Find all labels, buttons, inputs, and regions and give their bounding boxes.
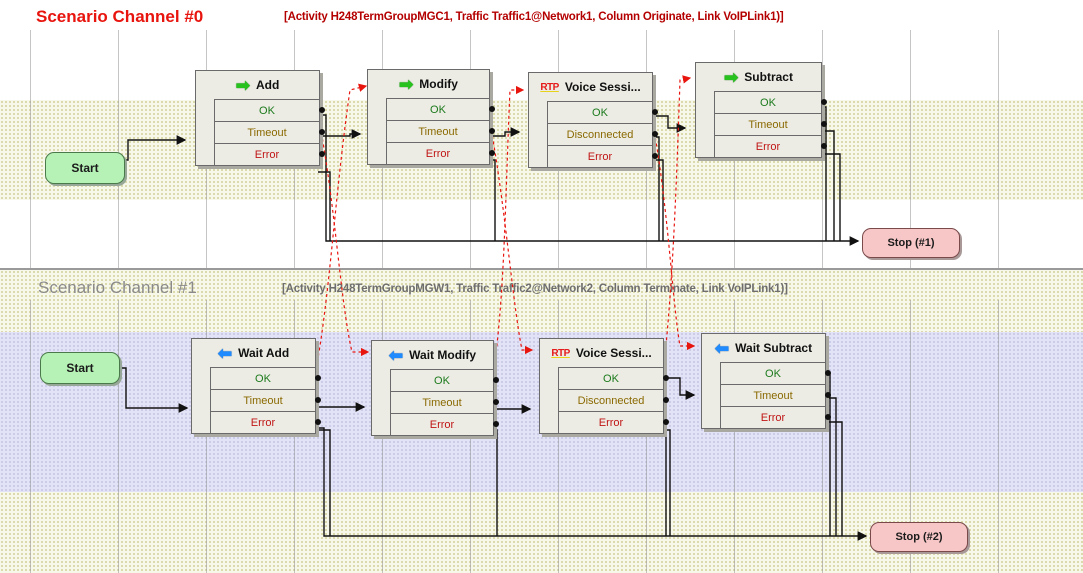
node-title: Voice Sessi... [564, 80, 641, 94]
output-port[interactable] [652, 131, 658, 137]
node-subtract[interactable]: ➡ Subtract OK Timeout Error [695, 62, 827, 158]
start-label: Start [66, 361, 94, 375]
node-title: Modify [419, 77, 458, 91]
output-error[interactable]: Error [391, 413, 499, 435]
output-port[interactable] [315, 419, 321, 425]
node-header: ⬅ Wait Modify [372, 341, 493, 369]
node-title: Wait Add [238, 346, 290, 360]
node-header: RTP Voice Sessi... [540, 339, 663, 367]
rtp-icon: RTP [540, 81, 559, 93]
output-port[interactable] [315, 375, 321, 381]
channel1-stop-node[interactable]: Stop (#2) [870, 522, 968, 552]
channel1-start-node[interactable]: Start [40, 352, 120, 384]
channel0-start-node[interactable]: Start [45, 152, 125, 184]
output-port[interactable] [319, 129, 325, 135]
output-port[interactable] [489, 150, 495, 156]
output-port[interactable] [652, 153, 658, 159]
output-timeout[interactable]: Timeout [715, 113, 827, 135]
node-title: Add [255, 78, 280, 92]
node-title: Wait Modify [409, 348, 477, 362]
green-right-arrow-icon: ➡ [724, 67, 739, 87]
output-error[interactable]: Error [387, 142, 495, 164]
output-port[interactable] [825, 414, 831, 420]
output-port[interactable] [821, 143, 827, 149]
output-disconnected[interactable]: Disconnected [559, 389, 669, 411]
output-ok[interactable]: OK [715, 91, 827, 113]
node-header: ➡ Add [196, 71, 319, 99]
stop-label: Stop (#1) [887, 237, 935, 249]
output-port[interactable] [663, 397, 669, 403]
green-right-arrow-icon: ➡ [399, 74, 414, 94]
node-voice-session[interactable]: RTP Voice Sessi... OK Disconnected Error [528, 72, 658, 168]
output-ok[interactable]: OK [387, 98, 495, 120]
output-ok[interactable]: OK [391, 369, 499, 391]
channel0-info: [Activity H248TermGroupMGC1, Traffic Tra… [284, 11, 784, 23]
output-port[interactable] [315, 397, 321, 403]
output-port[interactable] [493, 421, 499, 427]
node-header: ⬅ Wait Subtract [702, 334, 825, 362]
output-port[interactable] [652, 109, 658, 115]
node-wait-add[interactable]: ⬅ Wait Add OK Timeout Error [191, 338, 321, 434]
output-port[interactable] [493, 399, 499, 405]
output-port[interactable] [663, 375, 669, 381]
output-timeout[interactable]: Timeout [391, 391, 499, 413]
output-timeout[interactable]: Timeout [387, 120, 495, 142]
node-add[interactable]: ➡ Add OK Timeout Error [195, 70, 325, 166]
output-error[interactable]: Error [548, 145, 658, 167]
node-title: Voice Sessi... [575, 346, 652, 360]
output-timeout[interactable]: Timeout [721, 384, 831, 406]
channel0-stop-node[interactable]: Stop (#1) [862, 228, 960, 258]
output-port[interactable] [825, 392, 831, 398]
output-port[interactable] [489, 128, 495, 134]
node-title: Subtract [744, 70, 793, 84]
output-timeout[interactable]: Timeout [215, 121, 325, 143]
output-timeout[interactable]: Timeout [211, 389, 321, 411]
output-port[interactable] [663, 419, 669, 425]
output-port[interactable] [489, 106, 495, 112]
green-right-arrow-icon: ➡ [235, 75, 250, 95]
start-label: Start [71, 161, 99, 175]
channel-separator [0, 268, 1083, 270]
output-error[interactable]: Error [715, 135, 827, 157]
channel1-info: [Activity H248TermGroupMGW1, Traffic Tra… [282, 283, 788, 295]
output-port[interactable] [825, 370, 831, 376]
output-port[interactable] [821, 121, 827, 127]
output-port[interactable] [493, 377, 499, 383]
stop-label: Stop (#2) [895, 531, 943, 543]
node-wait-subtract[interactable]: ⬅ Wait Subtract OK Timeout Error [701, 333, 831, 429]
rtp-icon: RTP [551, 347, 570, 359]
output-error[interactable]: Error [215, 143, 325, 165]
output-ok[interactable]: OK [559, 367, 669, 389]
output-port[interactable] [821, 99, 827, 105]
node-header: RTP Voice Sessi... [529, 73, 652, 101]
output-disconnected[interactable]: Disconnected [548, 123, 658, 145]
node-header: ➡ Modify [368, 70, 489, 98]
output-error[interactable]: Error [721, 406, 831, 428]
node-title: Wait Subtract [735, 341, 813, 355]
output-ok[interactable]: OK [548, 101, 658, 123]
node-header: ⬅ Wait Add [192, 339, 315, 367]
output-ok[interactable]: OK [211, 367, 321, 389]
blue-left-arrow-icon: ⬅ [217, 343, 233, 363]
node-voice-session-2[interactable]: RTP Voice Sessi... OK Disconnected Error [539, 338, 669, 434]
output-ok[interactable]: OK [215, 99, 325, 121]
node-modify[interactable]: ➡ Modify OK Timeout Error [367, 69, 495, 165]
output-error[interactable]: Error [211, 411, 321, 433]
blue-left-arrow-icon: ⬅ [714, 338, 730, 358]
output-ok[interactable]: OK [721, 362, 831, 384]
output-error[interactable]: Error [559, 411, 669, 433]
node-header: ➡ Subtract [696, 63, 821, 91]
channel1-title: Scenario Channel #1 [38, 278, 197, 297]
channel0-title: Scenario Channel #0 [36, 7, 204, 26]
node-wait-modify[interactable]: ⬅ Wait Modify OK Timeout Error [371, 340, 499, 436]
blue-left-arrow-icon: ⬅ [388, 345, 404, 365]
output-port[interactable] [319, 151, 325, 157]
output-port[interactable] [319, 107, 325, 113]
